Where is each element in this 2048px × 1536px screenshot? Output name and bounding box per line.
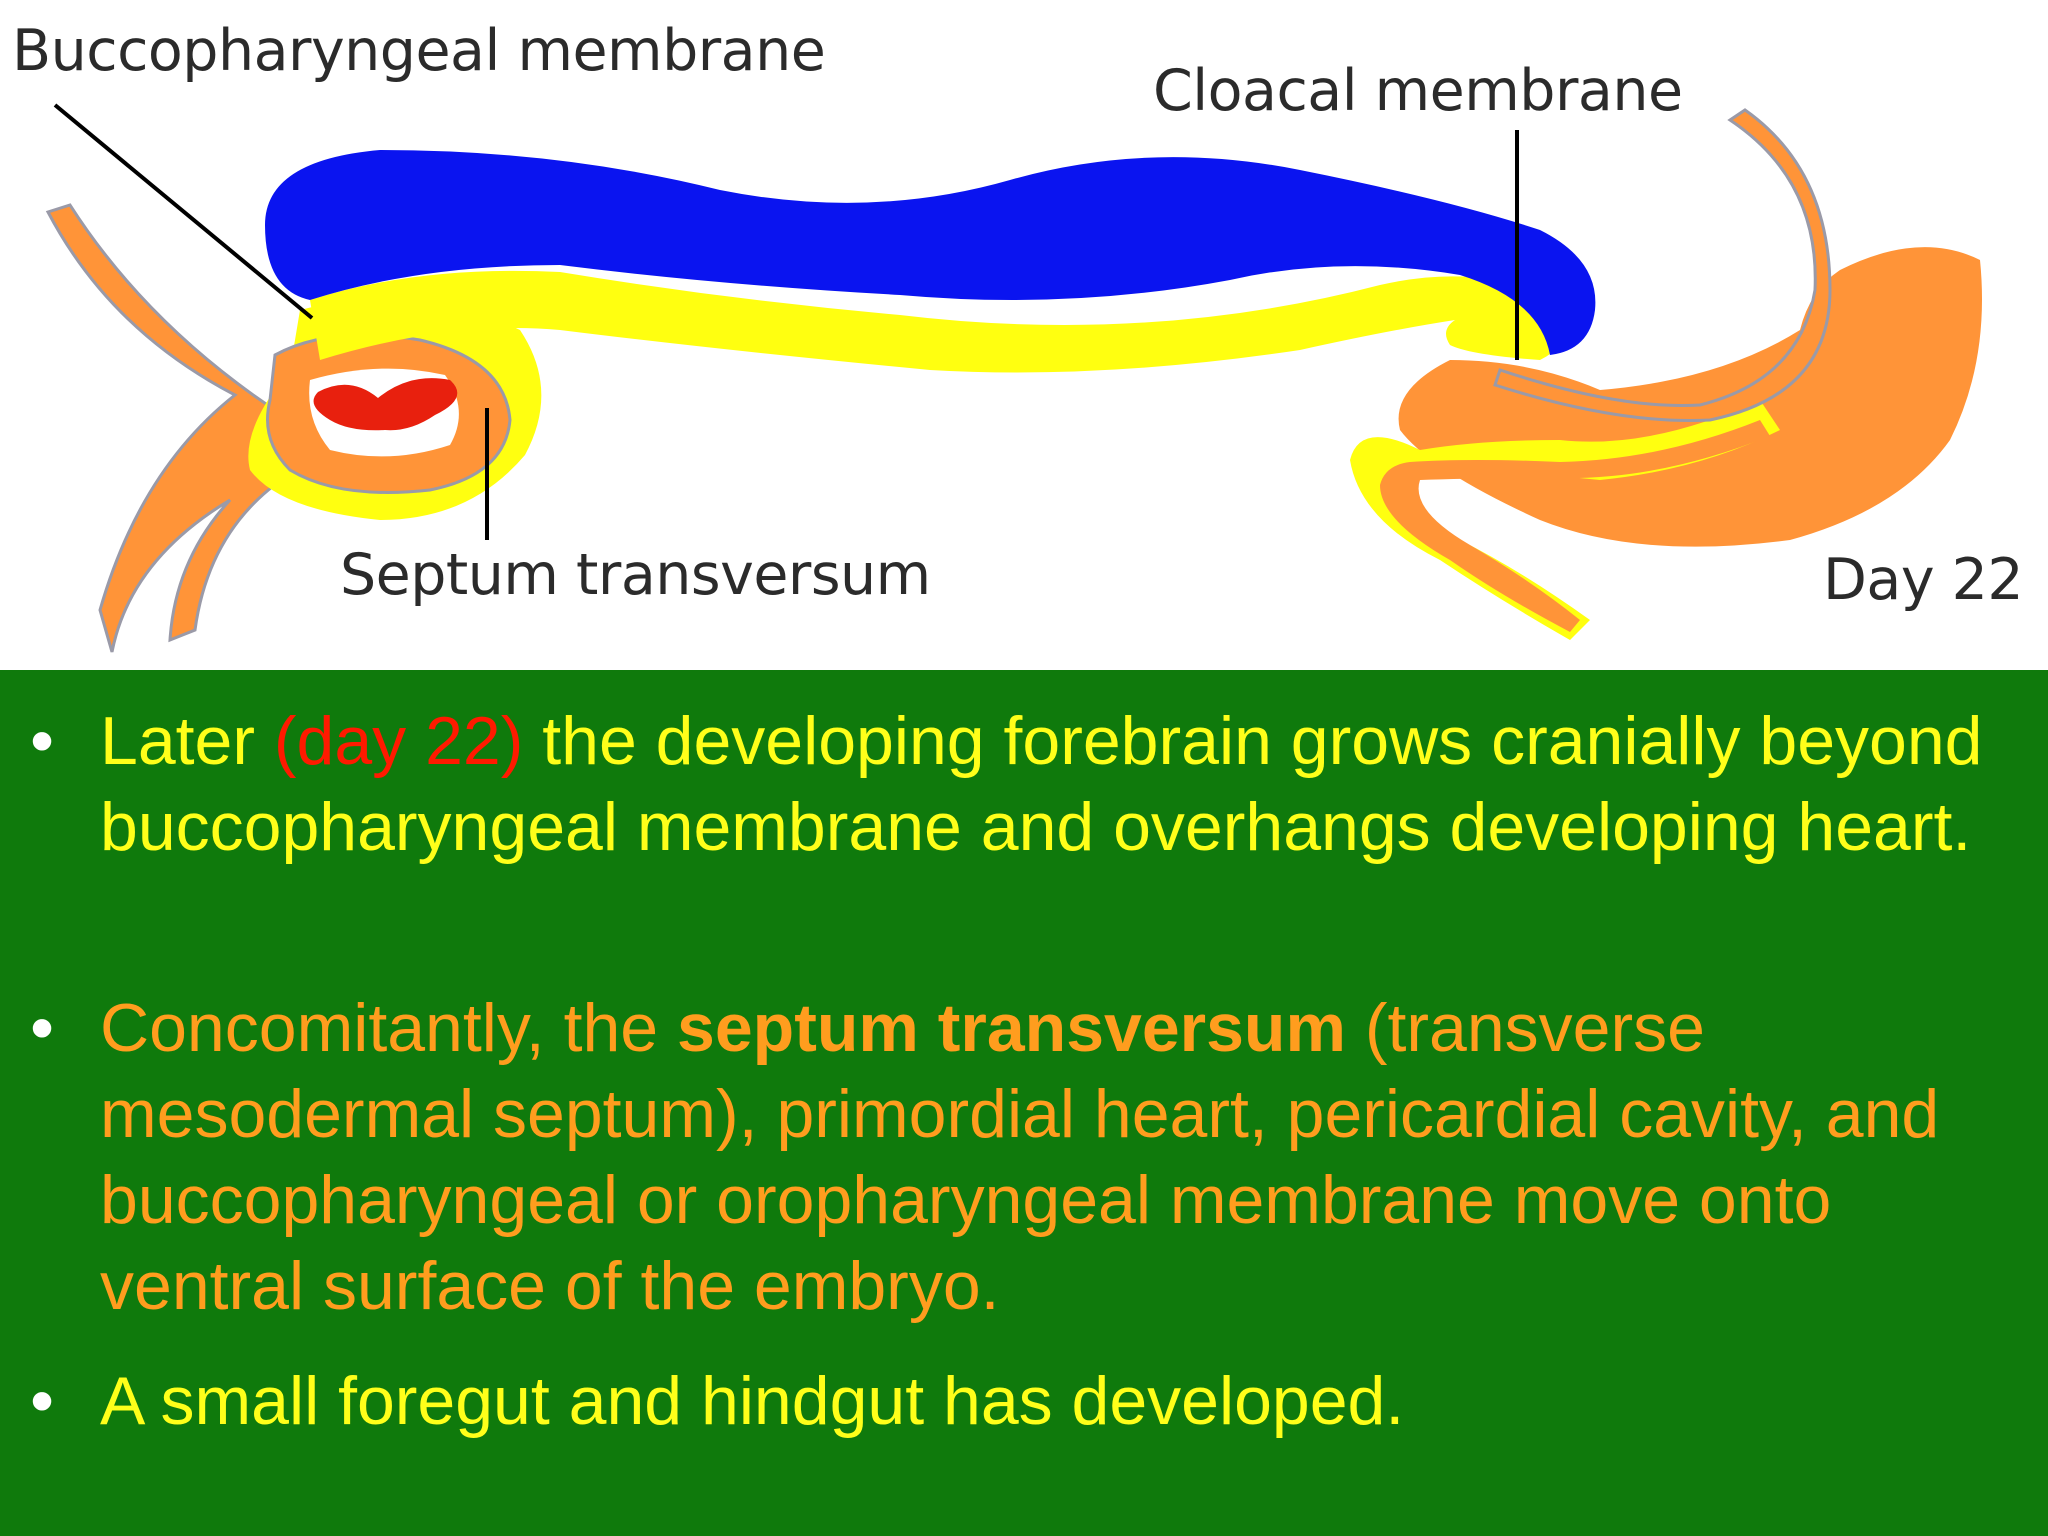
buccopharyngeal-leader-line bbox=[53, 103, 314, 320]
text-segment: Later bbox=[100, 703, 274, 779]
bullet-text-2: Concomitantly, the septum transversum (t… bbox=[100, 985, 2035, 1329]
gut-endoderm bbox=[310, 270, 1567, 373]
bullet-text-3: A small foregut and hindgut has develope… bbox=[100, 1358, 2035, 1444]
bold-term: septum transversum bbox=[677, 990, 1346, 1066]
neural-tube bbox=[265, 150, 1596, 355]
allantois-mesoderm bbox=[1380, 420, 1770, 632]
bullet-text-1: Later (day 22) the developing forebrain … bbox=[100, 698, 2035, 870]
label-buccopharyngeal-membrane: Buccopharyngeal membrane bbox=[12, 18, 826, 84]
bullet-marker: • bbox=[30, 990, 54, 1066]
text-segment: the developing forebrain grows cranially… bbox=[100, 703, 1983, 865]
label-septum-transversum: Septum transversum bbox=[340, 542, 931, 608]
text-segment: (transverse mesodermal septum), primordi… bbox=[100, 990, 1940, 1324]
embryo-diagram: Buccopharyngeal membrane Cloacal membran… bbox=[0, 0, 2048, 670]
bullet-text-panel: • Later (day 22) the developing forebrai… bbox=[0, 670, 2048, 1536]
caudal-amnion bbox=[1493, 108, 1832, 423]
bullet-marker: • bbox=[30, 1363, 54, 1439]
primordial-heart bbox=[313, 378, 458, 431]
label-cloacal-membrane: Cloacal membrane bbox=[1153, 58, 1683, 124]
text-segment: (day 22) bbox=[273, 703, 524, 779]
bullet-marker: • bbox=[30, 703, 54, 779]
text-segment: Concomitantly, the bbox=[100, 990, 678, 1066]
embryo-illustration bbox=[45, 103, 1982, 653]
text-segment: A small foregut and hindgut has develope… bbox=[100, 1363, 1405, 1439]
label-day-22: Day 22 bbox=[1823, 547, 2024, 613]
